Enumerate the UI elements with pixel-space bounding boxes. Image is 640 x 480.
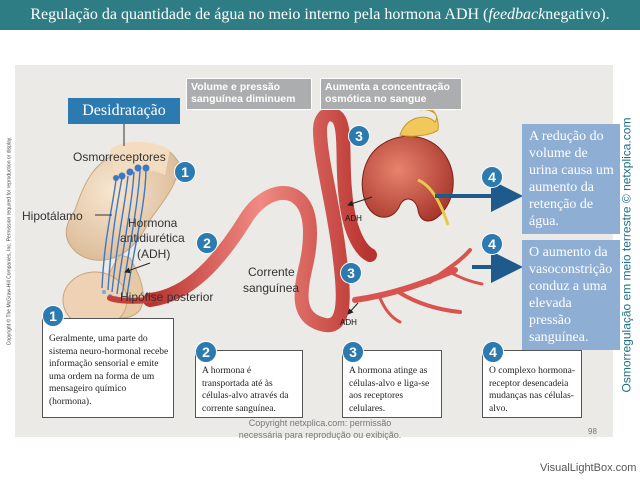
blood-vessel: [143, 107, 377, 333]
bloodstream-label-line2: sanguínea: [243, 281, 300, 295]
urine-reduction-box: A redução do volume de urina causa um au…: [522, 124, 620, 234]
step-badge-4-vessel: 4: [481, 233, 503, 255]
step-badge-1: 1: [174, 161, 196, 183]
caption-badge-2: 2: [195, 341, 217, 363]
step-badge-2: 2: [196, 232, 218, 254]
blood-volume-box: Volume e pressão sanguínea diminuem: [186, 78, 312, 110]
step-badge-4-kidney: 4: [481, 166, 503, 188]
vasoconstriction-box: O aumento da vasoconstrição conduz a uma…: [522, 240, 620, 350]
adh-pointer-kidney: [347, 196, 373, 207]
kidney-illustration: [361, 107, 454, 226]
arterioles-illustration: [352, 248, 484, 324]
footer-line1: Copyright netxplica.com: permissão: [248, 418, 392, 428]
osmotic-concentration-box: Aumenta a concentração osmótica no sangu…: [320, 78, 462, 110]
visuallightbox-credit: VisualLightBox.com: [540, 462, 637, 474]
caption-step-2: A hormona é transportada até às células-…: [195, 350, 303, 418]
footer-line2: necessária para reprodução ou exibição.: [238, 430, 402, 440]
caption-step-1: Geralmente, uma parte do sistema neuro-h…: [42, 318, 174, 418]
footer-copyright: Copyright netxplica.com: permissão neces…: [210, 417, 430, 441]
step-badge-3-vessel: 3: [340, 262, 362, 284]
caption-badge-3: 3: [342, 341, 364, 363]
page-number: 98: [588, 427, 597, 436]
caption-badge-1: 1: [42, 305, 64, 327]
adh-kidney-label: ADH: [345, 214, 362, 223]
hormone-label: Hormona: [128, 216, 178, 230]
title-italic: feedback: [488, 6, 546, 23]
title-before: Regulação da quantidade de água no meio …: [30, 6, 489, 23]
title-after: negativo).: [545, 6, 610, 23]
dehydration-label: Desidratação: [68, 98, 180, 124]
caption-badge-4: 4: [482, 341, 504, 363]
osmoreceptors-label: Osmorreceptores: [73, 150, 166, 164]
adh-pointer-vessel: [347, 302, 359, 315]
hormone-pointer: [124, 262, 151, 274]
adh-vessel-label: ADH: [340, 318, 357, 327]
step-badge-3-kidney: 3: [348, 125, 370, 147]
adh-paren-label: (ADH): [137, 247, 171, 261]
antidiuretic-label: antidiurética: [120, 231, 185, 245]
hypothalamus-label: Hipotálamo: [22, 209, 83, 223]
posterior-pituitary-label: Hipófise posterior: [120, 290, 214, 304]
bloodstream-label-line1: Corrente: [248, 265, 295, 279]
slide-title: Regulação da quantidade de água no meio …: [0, 0, 640, 30]
